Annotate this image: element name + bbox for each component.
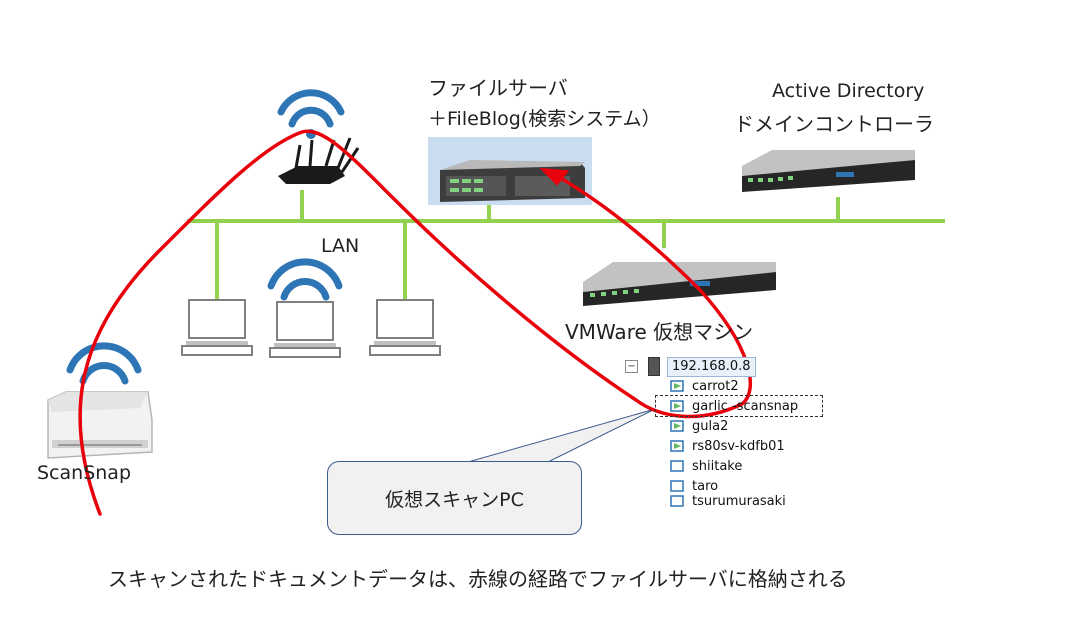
host-server-icon [648, 357, 660, 376]
ad-label-line2: ドメインコントローラ [734, 112, 934, 136]
vm-tree-item[interactable]: shiitake [670, 456, 742, 476]
pc-icon-center [269, 301, 341, 358]
pc-icon-left [181, 299, 253, 356]
ad-label-line1: Active Directory [772, 80, 925, 102]
vm-name: rs80sv-kdfb01 [692, 438, 785, 454]
wifi-icon-pc [267, 258, 343, 301]
ad-server-icon [742, 150, 915, 192]
file-server-label-line2: ＋FileBlog(検索システム） [428, 108, 661, 130]
scansnap-label: ScanSnap [37, 462, 131, 484]
vm-tree-item[interactable]: gula2 [670, 416, 728, 436]
lan-network-lines [187, 190, 945, 300]
file-server-label-line1: ファイルサーバ [428, 76, 568, 100]
lan-label: LAN [321, 235, 360, 257]
vm-icon [670, 494, 684, 508]
vm-icon [670, 419, 684, 433]
vm-icon [670, 479, 684, 493]
vm-name: taro [692, 478, 719, 494]
vm-icon [670, 399, 684, 413]
vmware-server-icon [583, 262, 776, 306]
vm-host-node[interactable]: 192.168.0.8 [667, 357, 756, 377]
vm-name: gula2 [692, 418, 729, 434]
vm-name: tsurumurasaki [692, 494, 786, 508]
tree-collapse-toggle[interactable]: − [625, 360, 638, 373]
vm-icon [670, 379, 684, 393]
vm-tree-item-selected[interactable]: garlic -scansnap [655, 395, 823, 417]
vm-tree-item[interactable]: carrot2 [670, 376, 739, 396]
vmware-label: VMWare 仮想マシン [565, 320, 754, 344]
callout-pointer [467, 408, 656, 463]
vm-tree-item[interactable]: rs80sv-kdfb01 [670, 436, 785, 456]
diagram-caption: スキャンされたドキュメントデータは、赤線の経路でファイルサーバに格納される [108, 567, 848, 591]
wifi-router-icon [277, 89, 360, 184]
vm-icon [670, 459, 684, 473]
vm-name: carrot2 [692, 378, 739, 394]
callout-text: 仮想スキャンPC [385, 488, 524, 511]
virtual-scan-pc-callout: 仮想スキャンPC [327, 461, 582, 535]
data-route-line [78, 129, 752, 516]
vm-name: shiitake [692, 458, 743, 474]
vm-name: garlic -scansnap [692, 398, 799, 414]
scansnap-scanner-icon [47, 342, 153, 459]
vm-icon [670, 439, 684, 453]
vm-tree-item[interactable]: tsurumurasaki [670, 494, 786, 508]
pc-icon-right [369, 299, 441, 356]
vm-tree-item[interactable]: taro [670, 476, 718, 496]
